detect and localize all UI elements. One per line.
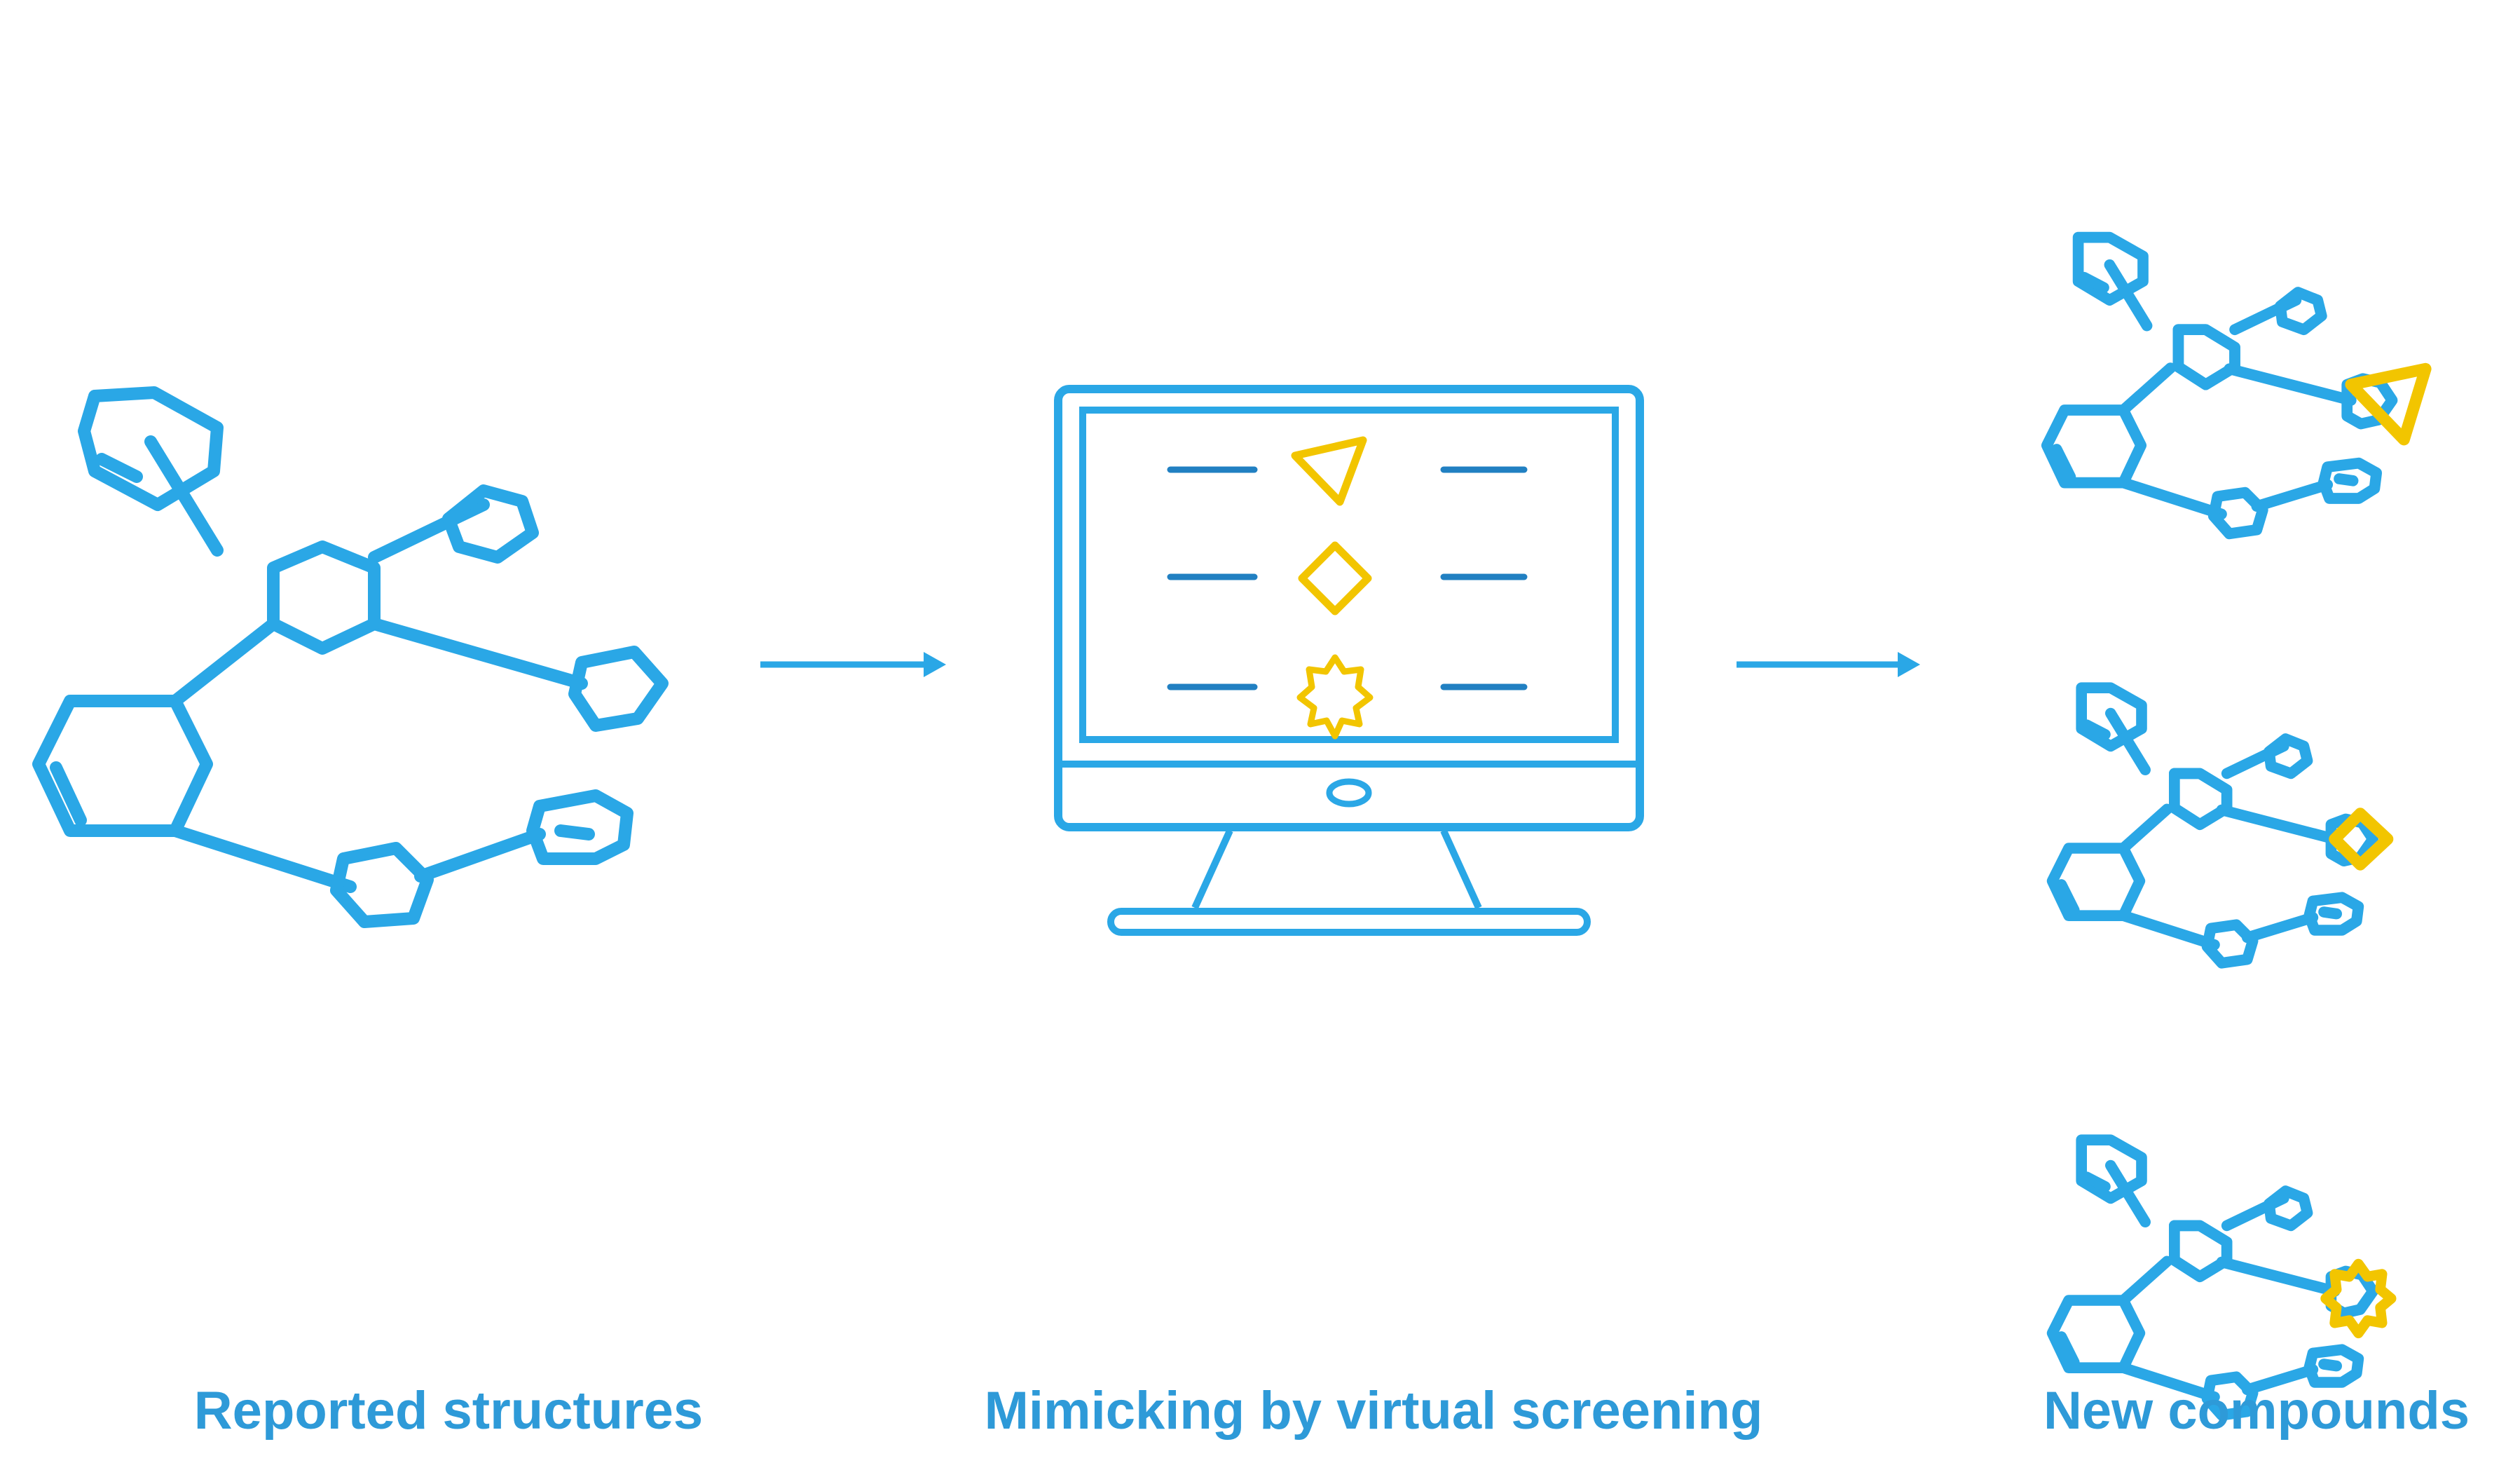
new-compound-1	[2047, 238, 2432, 534]
arrow-1	[760, 652, 946, 677]
label-new-compounds: New compounds	[2043, 1381, 2470, 1441]
label-mimicking-virtual-screening: Mimicking by virtual screening	[984, 1381, 1763, 1441]
new-compound-2	[2053, 688, 2394, 963]
star-icon	[2320, 1258, 2397, 1339]
source-molecule-icon	[32, 386, 669, 928]
triangle-icon	[2345, 362, 2432, 446]
monitor-icon	[1054, 385, 1644, 936]
new-compound-3	[2053, 1140, 2397, 1415]
screen-star-icon	[1296, 654, 1374, 740]
arrow-2	[1737, 652, 1920, 677]
screen-lines	[1167, 466, 1528, 690]
screen-diamond-icon	[1298, 541, 1372, 615]
label-reported-structures: Reported structures	[193, 1381, 704, 1441]
screen-triangle-icon	[1291, 436, 1367, 506]
diamond-icon	[2329, 808, 2394, 871]
